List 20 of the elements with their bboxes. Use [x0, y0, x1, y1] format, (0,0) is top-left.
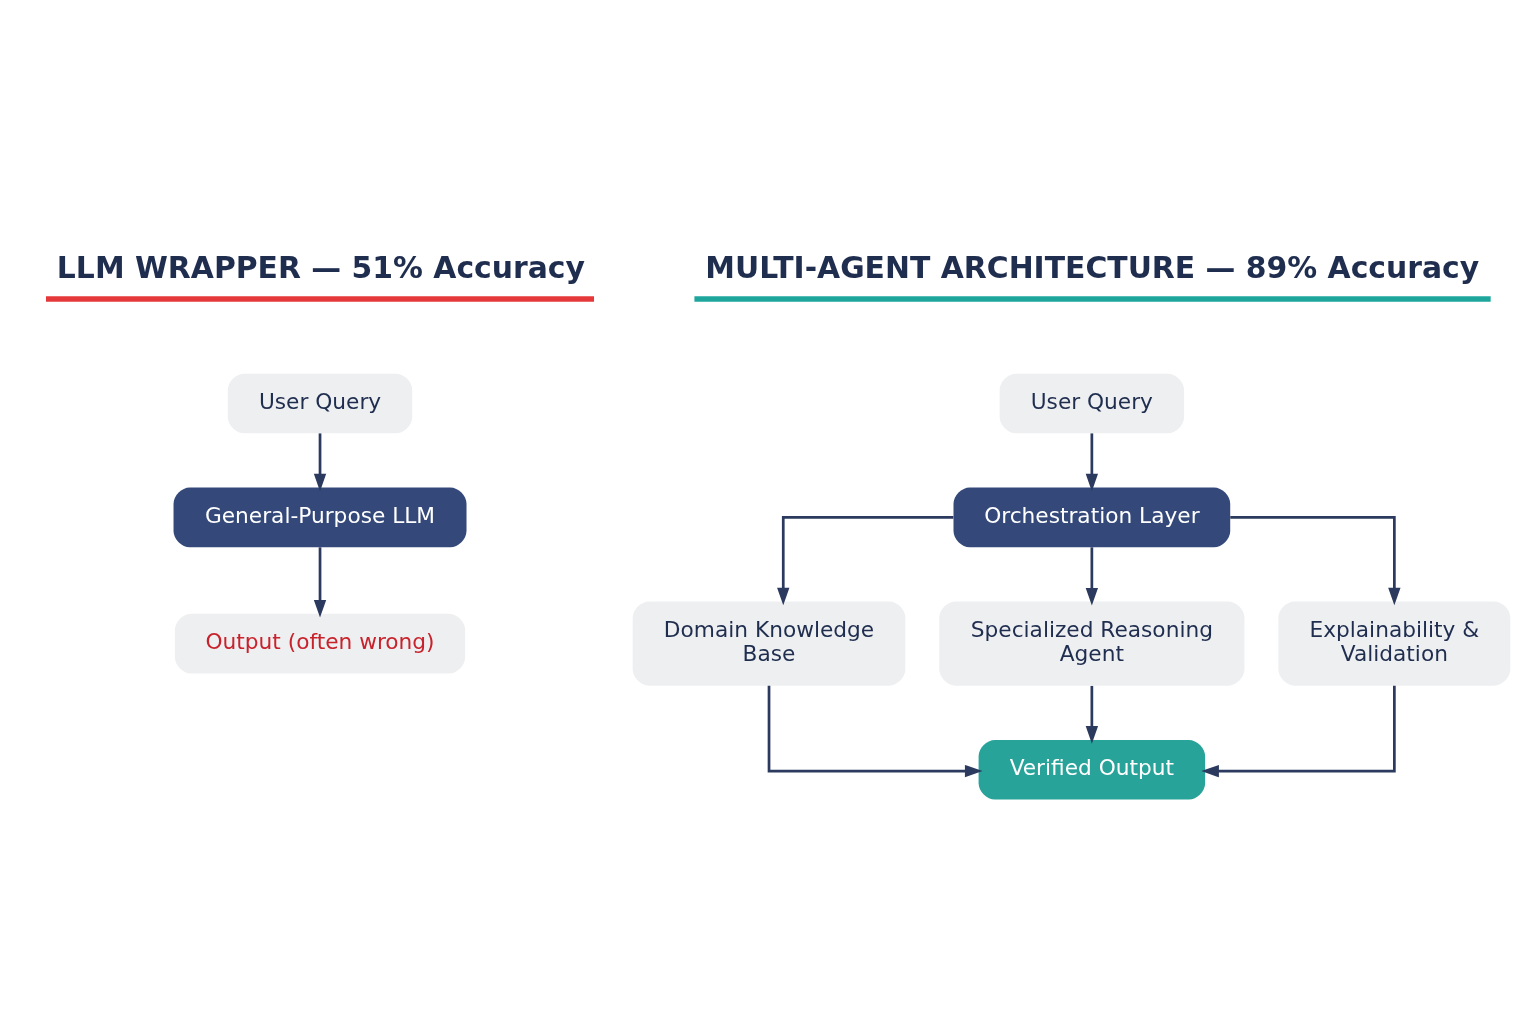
arrow	[1085, 685, 1099, 744]
arrow	[1085, 433, 1099, 492]
arrow	[1085, 547, 1099, 606]
node-box: User Query	[227, 373, 413, 434]
arrow	[1201, 685, 1396, 778]
node-box: Specialized Reasoning Agent	[939, 601, 1245, 686]
node-box: General-Purpose LLM	[173, 487, 467, 548]
arrow	[1230, 516, 1401, 606]
node-box: Domain Knowledge Base	[632, 601, 906, 686]
label: LLM WRAPPER — 51% Accuracy	[56, 250, 585, 286]
node-box: User Query	[999, 373, 1185, 434]
label: MULTI-AGENT ARCHITECTURE — 89% Accuracy	[705, 250, 1480, 286]
arrow	[777, 516, 954, 606]
arrow	[767, 685, 983, 778]
arrow	[313, 433, 327, 492]
node-box: Orchestration Layer	[953, 487, 1231, 548]
node-box: Verified Output	[978, 739, 1206, 800]
node-box: Output (often wrong)	[174, 613, 466, 674]
arrow	[313, 547, 327, 618]
node-box: Explainability & Validation	[1278, 601, 1511, 686]
